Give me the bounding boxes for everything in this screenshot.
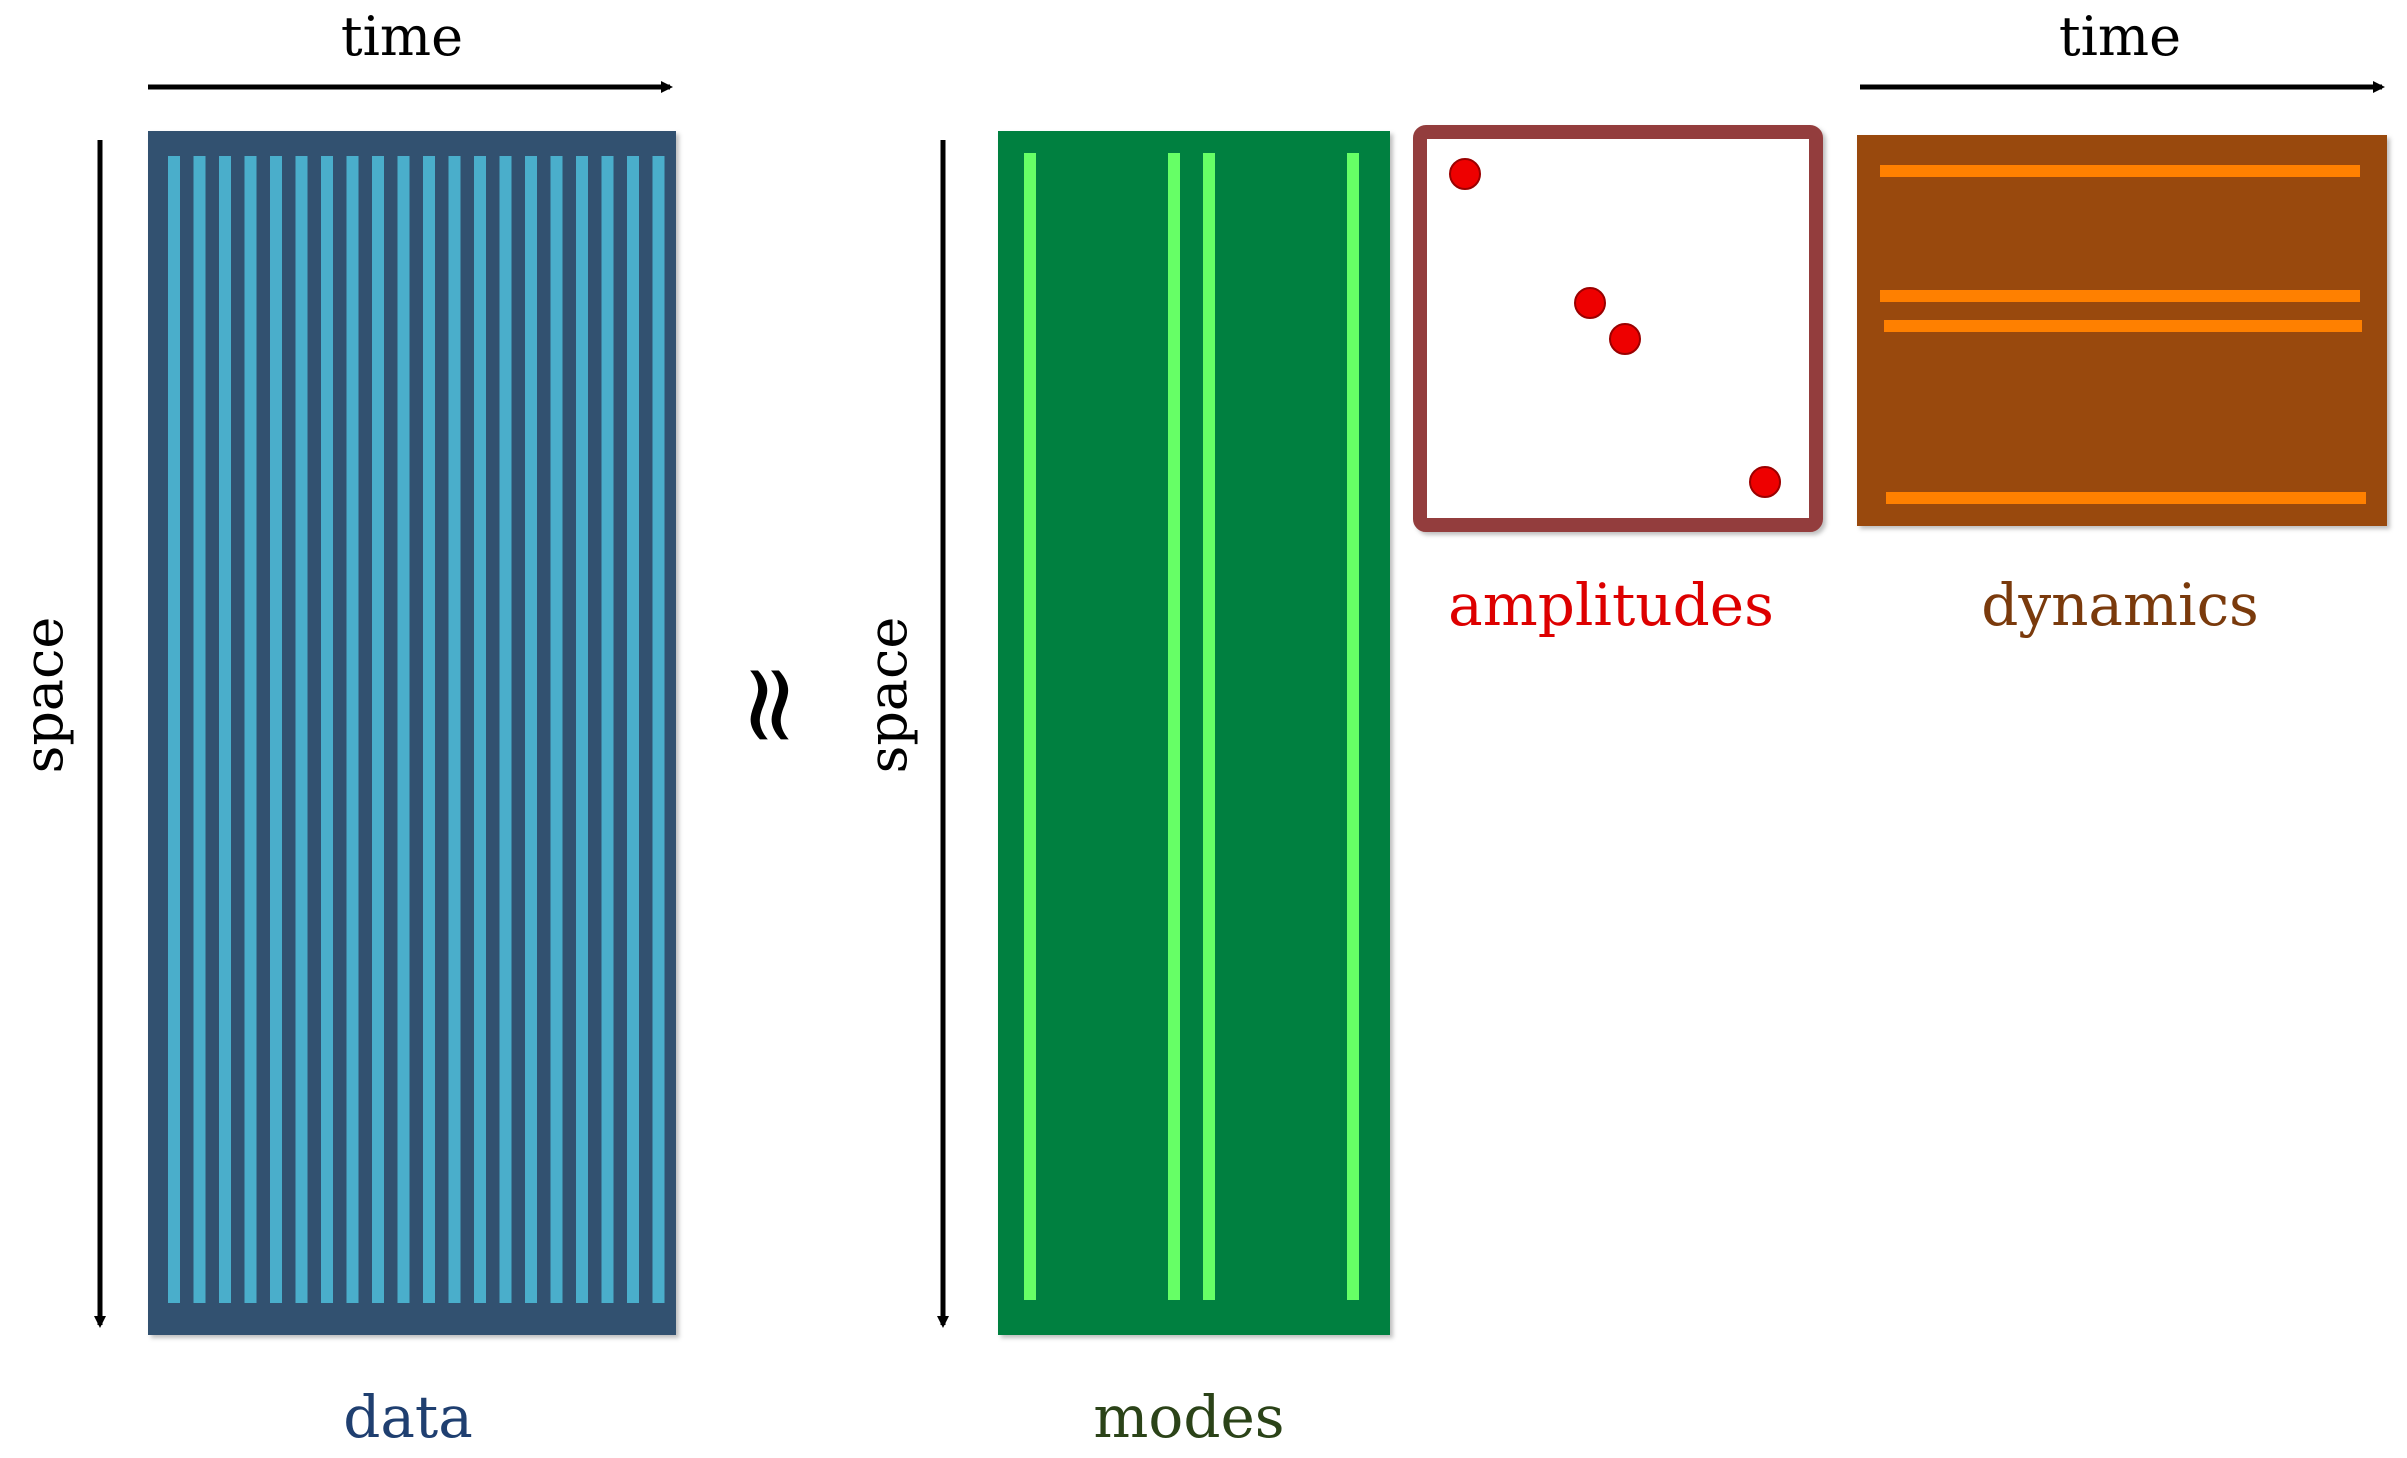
approx-symbol: ≈ [709, 659, 837, 751]
amplitude-dots [1449, 158, 1781, 498]
data-column [448, 156, 461, 1303]
data-column [499, 156, 512, 1303]
amplitude-dot [1609, 323, 1641, 355]
data-label: data [343, 1383, 473, 1451]
time-label-right: time [2059, 5, 2181, 68]
dynamics-row [1884, 320, 2362, 332]
data-column [397, 156, 410, 1303]
modes-matrix [998, 131, 1390, 1335]
mode-column [1168, 153, 1180, 1300]
dynamics-row [1880, 290, 2360, 302]
data-column [295, 156, 308, 1303]
data-column [652, 156, 665, 1303]
modes-label: modes [1093, 1383, 1284, 1451]
data-columns [168, 156, 665, 1303]
time-label-left: time [341, 5, 463, 68]
data-column [219, 156, 231, 1303]
data-column [525, 156, 537, 1303]
space-label-right: space [856, 617, 919, 774]
dynamics-row [1880, 165, 2360, 177]
space-label-left: space [12, 617, 75, 774]
dynamics-rows [1880, 165, 2366, 504]
mode-column [1203, 153, 1215, 1300]
dynamics-label: dynamics [1981, 571, 2259, 639]
data-column [270, 156, 282, 1303]
data-column [423, 156, 435, 1303]
data-group: time space data [12, 5, 676, 1451]
data-column [168, 156, 180, 1303]
data-column [321, 156, 333, 1303]
mode-column [1347, 153, 1359, 1300]
data-column [550, 156, 563, 1303]
data-column [346, 156, 359, 1303]
mode-columns [1024, 153, 1359, 1300]
mode-column [1024, 153, 1036, 1300]
modes-group: space modes [856, 131, 1390, 1451]
data-column [372, 156, 384, 1303]
amplitude-dot [1749, 466, 1781, 498]
dynamics-row [1886, 492, 2366, 504]
data-column [627, 156, 639, 1303]
amplitude-dot [1449, 158, 1481, 190]
data-column [193, 156, 206, 1303]
data-column [244, 156, 257, 1303]
data-column [474, 156, 486, 1303]
amplitudes-label: amplitudes [1448, 571, 1774, 639]
dynamics-group: time dynamics [1857, 5, 2387, 639]
data-column [601, 156, 614, 1303]
data-column [576, 156, 588, 1303]
amplitude-dot [1574, 287, 1606, 319]
amplitudes-group: amplitudes [1413, 125, 1823, 639]
